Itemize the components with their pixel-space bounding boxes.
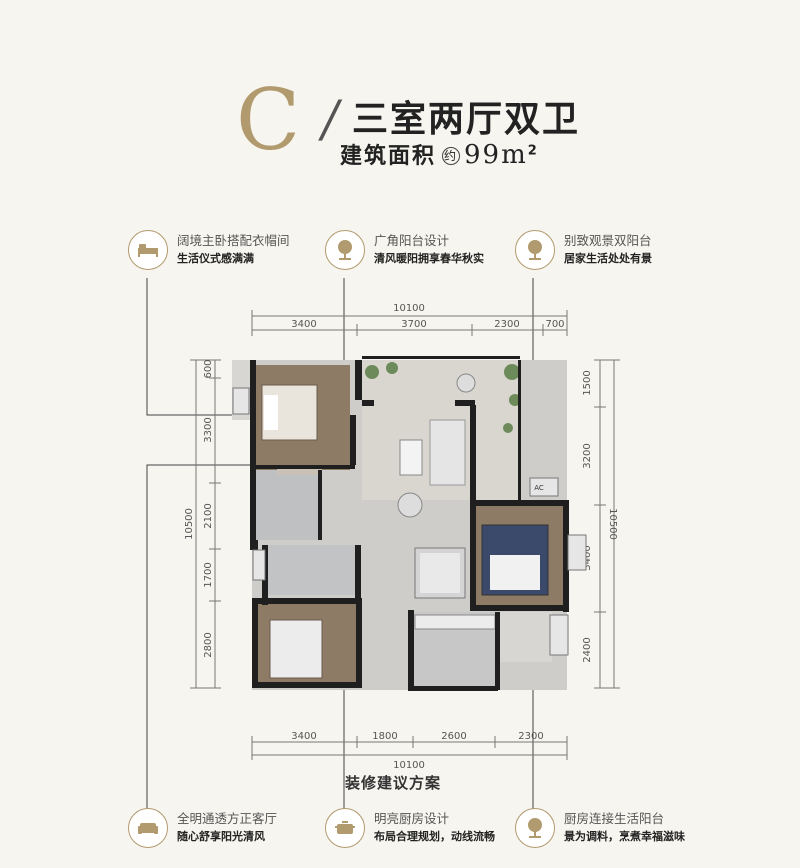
sofa-icon: [128, 808, 168, 848]
feature-title: 别致观景双阳台: [564, 233, 652, 248]
feature-service-balcony: 厨房连接生活阳台 景为调料，烹煮幸福滋味: [515, 808, 685, 848]
dim-left-3: 2100: [203, 503, 214, 528]
second-bath-floor: [268, 545, 358, 595]
dim-bottom-1: 3400: [291, 731, 316, 742]
ac-label: AC: [534, 484, 544, 492]
feature-master-bedroom: 阔境主卧搭配衣帽间 生活仪式感满满: [128, 230, 290, 270]
service-balcony-floor: [497, 612, 552, 662]
feature-living-room: 全明通透方正客厅 随心舒享阳光清风: [128, 808, 277, 848]
balcony-plants: [365, 362, 521, 433]
feature-title: 阔境主卧搭配衣帽间: [177, 233, 290, 248]
dim-right-2: 3200: [582, 443, 593, 468]
ac-units: [232, 387, 587, 656]
feature-double-balcony: 别致观景双阳台 居家生活处处有景: [515, 230, 652, 270]
feature-title: 厨房连接生活阳台: [564, 811, 665, 826]
area-value: 99m: [464, 140, 528, 170]
feature-subtitle: 随心舒享阳光清风: [177, 830, 265, 843]
tree-icon: [515, 808, 555, 848]
scheme-label: 装修建议方案: [345, 774, 442, 792]
approx-badge: 约: [442, 147, 461, 165]
tree-icon: [325, 230, 365, 270]
feature-subtitle: 景为调料，烹煮幸福滋味: [564, 830, 685, 843]
dim-bottom-total: 10100: [393, 760, 425, 771]
area-label: 建筑面积: [340, 144, 437, 169]
dimension-lines: [190, 310, 620, 760]
feature-subtitle: 生活仪式感满满: [177, 252, 254, 265]
feature-subtitle: 清风暖阳拥享春华秋实: [374, 252, 484, 265]
dim-bottom-2: 1800: [372, 731, 397, 742]
dim-left-1: 600: [203, 359, 214, 378]
dim-top-1: 3400: [291, 319, 316, 330]
dim-top-4: 700: [545, 319, 564, 330]
area-unit-sup: 2: [527, 143, 539, 159]
furniture: [261, 373, 549, 679]
dim-bottom-4: 2300: [518, 731, 543, 742]
master-bath-floor: [255, 470, 320, 540]
feature-title: 明亮厨房设计: [374, 811, 450, 826]
bed-icon: [128, 230, 168, 270]
dim-top-2: 3700: [401, 319, 426, 330]
dim-top-3: 2300: [494, 319, 519, 330]
feature-title: 全明通透方正客厅: [177, 811, 278, 826]
dim-left-2: 3300: [203, 417, 214, 442]
dim-right-total: 10500: [607, 508, 618, 540]
dim-right-1: 1500: [582, 370, 593, 395]
feature-kitchen: 明亮厨房设计 布局合理规划，动线流畅: [325, 808, 495, 848]
dim-bottom-3: 2600: [441, 731, 466, 742]
dim-right-3: 3400: [582, 545, 593, 570]
feature-subtitle: 布局合理规划，动线流畅: [374, 830, 495, 843]
tree-icon: [515, 230, 555, 270]
pot-icon: [325, 808, 365, 848]
feature-wide-balcony: 广角阳台设计 清风暖阳拥享春华秋实: [325, 230, 484, 270]
dim-right-4: 2400: [582, 637, 593, 662]
dim-left-5: 2800: [203, 632, 214, 657]
feature-title: 广角阳台设计: [374, 233, 450, 248]
dim-left-total: 10500: [184, 508, 195, 540]
dim-top-total: 10100: [393, 303, 425, 314]
feature-subtitle: 居家生活处处有景: [564, 252, 652, 265]
unit-layout-title: 三室两厅双卫: [352, 99, 581, 140]
dim-left-4: 1700: [203, 562, 214, 587]
unit-type-letter: C: [236, 71, 301, 169]
